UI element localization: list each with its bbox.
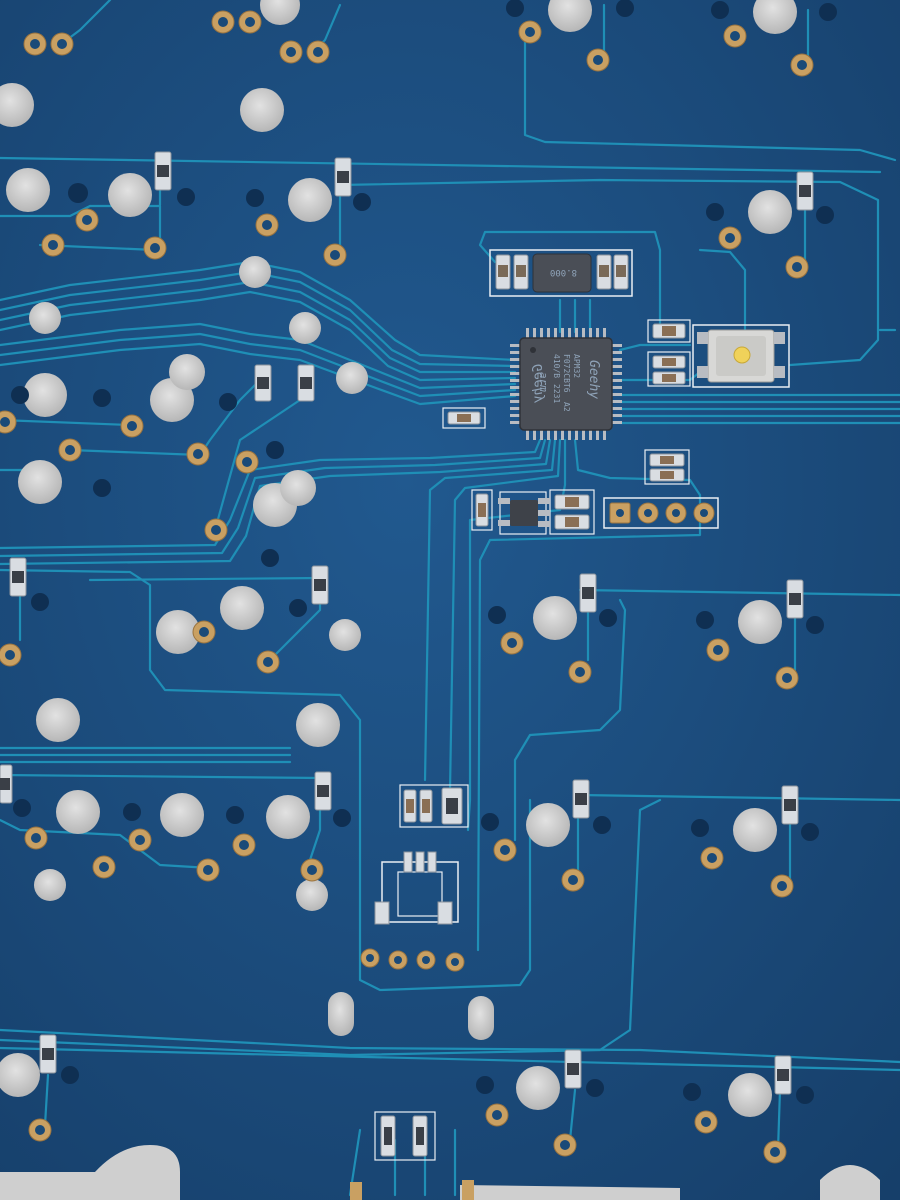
mcu-pin	[612, 372, 622, 375]
mcu-line2: F072CBT6	[562, 354, 571, 393]
mcu-pin	[554, 430, 557, 440]
mcu-pin	[561, 328, 564, 338]
mcu-pin	[612, 414, 622, 417]
small-holes	[11, 0, 837, 1104]
mcu-pin	[510, 414, 520, 417]
mcu-pin	[510, 379, 520, 382]
mcu-pin	[510, 407, 520, 410]
mcu-pin	[547, 430, 550, 440]
mcu-pin	[612, 351, 622, 354]
mcu-pin	[589, 430, 592, 440]
mounting-holes	[0, 0, 797, 1117]
mcu-pin	[575, 328, 578, 338]
mcu-pin	[561, 430, 564, 440]
crystal-oscillator: 8.000	[489, 249, 633, 297]
mcu-pin	[612, 365, 622, 368]
mcu-pin	[510, 386, 520, 389]
usb-footprint	[360, 851, 465, 972]
mcu-pin	[526, 430, 529, 440]
mcu-pin	[612, 407, 622, 410]
crystal-label: 8.000	[550, 267, 577, 277]
mcu-pin	[582, 328, 585, 338]
tactile-switch	[692, 324, 790, 388]
mcu-pin	[510, 344, 520, 347]
mcu-pin	[596, 430, 599, 440]
mcu-chip: Geehy Geehy APM32 F072CBT6 A2 410/B 2231…	[510, 328, 622, 440]
mcu-pin	[510, 400, 520, 403]
mcu-logo: Geehy	[531, 364, 546, 403]
mcu-pin	[612, 386, 622, 389]
mcu-pin	[612, 344, 622, 347]
mcu-pin	[596, 328, 599, 338]
mcu-pin	[575, 430, 578, 440]
mcu-line4: 410/B	[552, 354, 561, 378]
smd-diodes	[0, 151, 814, 1095]
mcu-pin	[510, 358, 520, 361]
mcu-pin	[612, 393, 622, 396]
mcu-line5: 2231	[552, 384, 561, 403]
mcu-pin	[540, 430, 543, 440]
mcu-pin	[547, 328, 550, 338]
mcu-line3: A2	[562, 402, 571, 412]
mcu-pin	[568, 328, 571, 338]
solder-pads	[0, 10, 814, 1164]
passive-components	[374, 319, 691, 1161]
mcu-pin	[554, 328, 557, 338]
mcu-pin	[540, 328, 543, 338]
mcu-pin	[526, 328, 529, 338]
board-edge-cutouts	[0, 1145, 880, 1200]
mcu-brand: arm	[537, 372, 550, 392]
mcu-pin	[533, 328, 536, 338]
mcu-pin	[612, 379, 622, 382]
mcu-pin	[582, 430, 585, 440]
mcu-pin	[589, 328, 592, 338]
mcu-pin	[612, 358, 622, 361]
mcu-pin	[603, 430, 606, 440]
mcu-pin	[510, 372, 520, 375]
mcu-pin	[612, 421, 622, 424]
mcu-pin	[510, 421, 520, 424]
mcu-logo-text: Geehy	[586, 360, 601, 399]
mcu-pin	[568, 430, 571, 440]
pin-header	[603, 497, 719, 529]
mcu-pin	[603, 328, 606, 338]
mcu-pin	[533, 430, 536, 440]
mcu-pin	[510, 365, 520, 368]
mcu-pin	[612, 400, 622, 403]
mcu-pin	[510, 351, 520, 354]
mcu-pin	[510, 393, 520, 396]
mcu-line1: APM32	[572, 354, 581, 378]
